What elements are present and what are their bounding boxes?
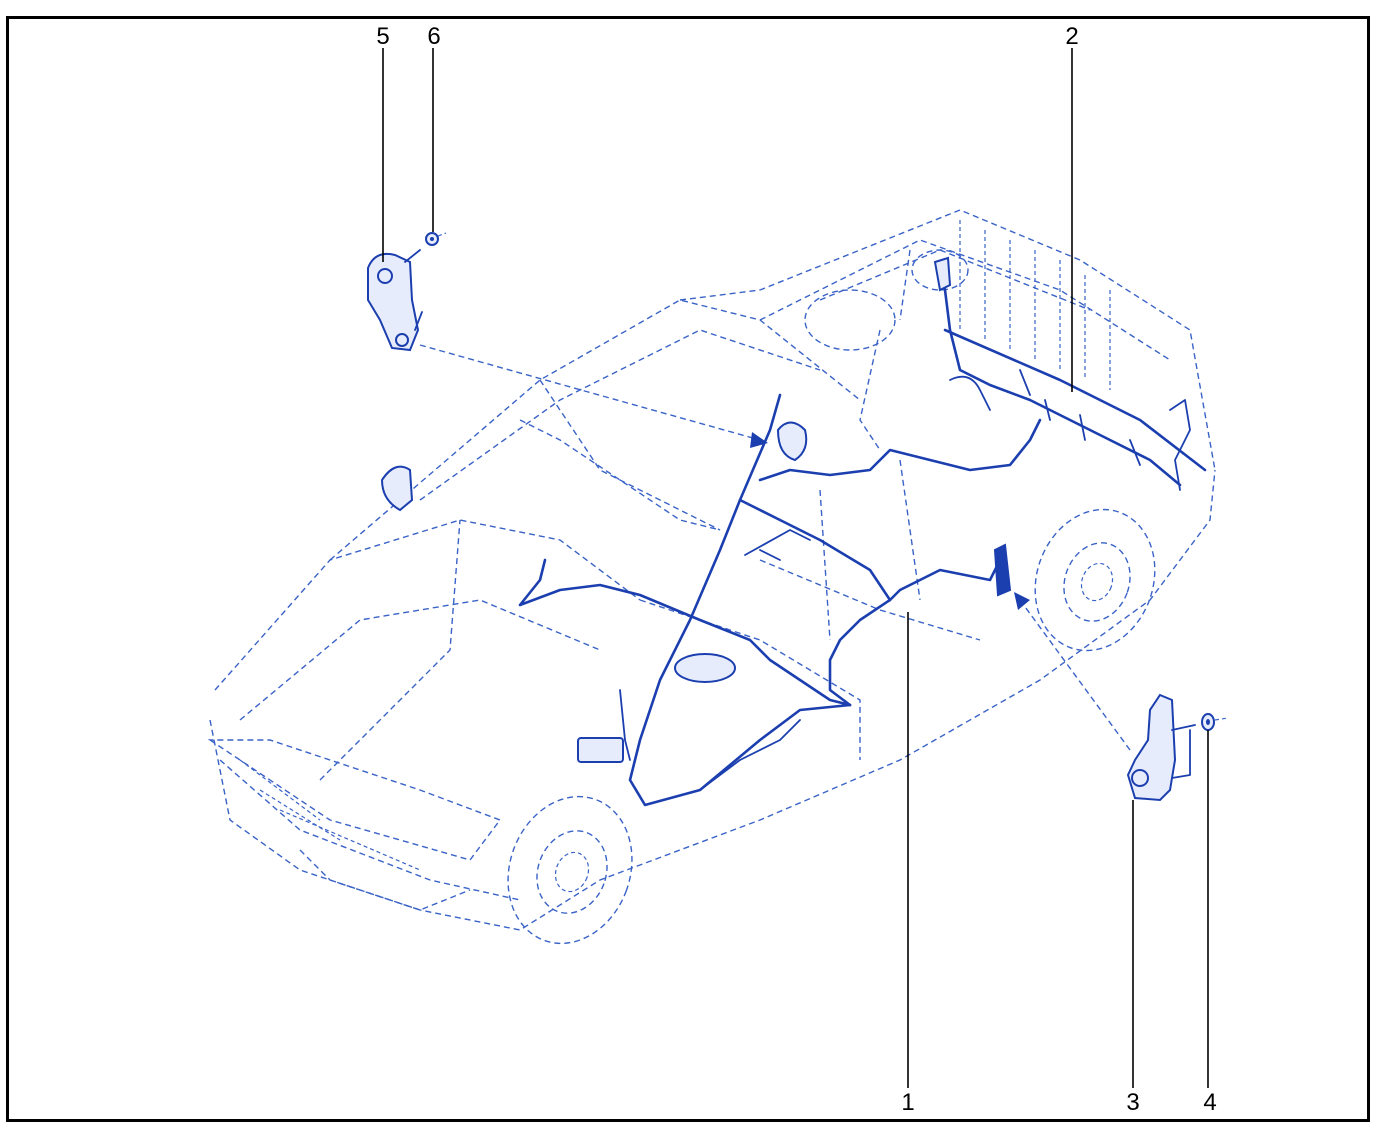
callout-6: 6 [427,23,440,50]
module-icon [577,737,624,763]
main-wiring-harness [518,393,1042,807]
part-4-grommet [1201,713,1229,731]
leader-lines [382,48,1209,1088]
callout-labels: 5 6 2 1 3 4 [376,23,1216,1116]
door-handle-icon [674,653,736,683]
callout-3: 3 [1126,1089,1139,1116]
part-6-grommet [425,232,447,246]
connector-icon [776,421,808,462]
callout-2: 2 [1065,23,1078,50]
vehicle-outline [207,209,1216,945]
rear-wiring-harness [933,256,1207,491]
callout-1: 1 [901,1089,914,1116]
callout-5: 5 [376,23,389,50]
speaker-connector-icon [993,543,1012,597]
diagram-frame [6,16,1370,1122]
connector-icon [933,256,952,292]
part-5-bracket [367,249,423,352]
part-3-bracket [1126,693,1196,802]
installation-arrows [419,344,1131,751]
callout-4: 4 [1203,1089,1216,1116]
